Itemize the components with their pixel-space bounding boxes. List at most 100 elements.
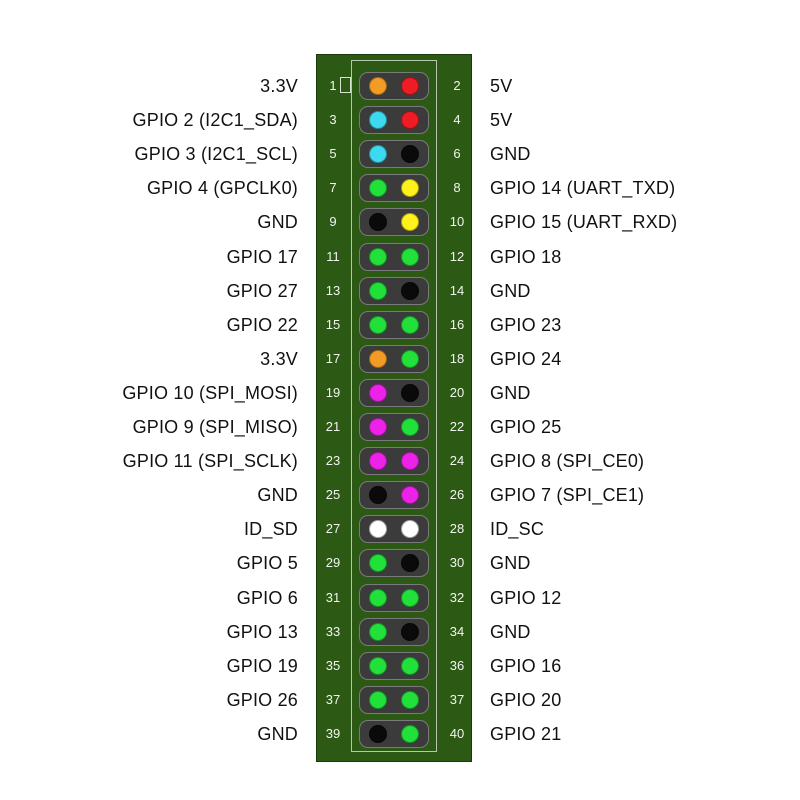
left-pin-number: 33 (325, 623, 341, 639)
left-pin-number: 23 (325, 453, 341, 469)
left-pin-label: GPIO 10 (SPI_MOSI) (122, 382, 298, 403)
left-pin-dot (369, 349, 387, 368)
left-pin-label: GPIO 17 (226, 246, 298, 267)
left-pin-dot (369, 452, 387, 471)
pin-socket (359, 583, 429, 612)
right-pin-label: GPIO 20 (490, 689, 562, 710)
left-pin-label: GPIO 11 (SPI_SCLK) (122, 451, 298, 472)
right-pin-number: 26 (449, 487, 465, 503)
left-pin-number: 39 (325, 725, 341, 741)
left-pin-dot (369, 520, 387, 539)
left-pin-label: GPIO 4 (GPCLK0) (146, 178, 298, 199)
left-pin-dot (369, 179, 387, 198)
right-pin-label: 5V (490, 110, 513, 131)
right-pin-label: GPIO 15 (UART_RXD) (490, 212, 678, 233)
right-pin-label: ID_SC (490, 519, 545, 540)
left-pin-label: GPIO 27 (226, 280, 298, 301)
right-pin-dot (401, 690, 419, 709)
left-pin-dot (369, 418, 387, 436)
right-pin-number: 40 (449, 725, 465, 741)
right-pin-number: 24 (449, 453, 465, 469)
right-pin-label: GPIO 7 (SPI_CE1) (490, 485, 645, 506)
left-pin-number: 29 (325, 555, 341, 571)
right-pin-number: 28 (449, 521, 465, 537)
pin-header-outline (351, 60, 437, 752)
right-pin-dot (401, 315, 419, 334)
pin-socket (359, 106, 429, 135)
pin-socket (359, 617, 429, 646)
right-pin-dot (401, 145, 419, 164)
left-pin-label: GPIO 9 (SPI_MISO) (132, 417, 298, 437)
left-pin-dot (369, 111, 387, 130)
pin-socket (359, 447, 429, 476)
right-pin-dot (401, 349, 419, 368)
left-pin-number: 3 (329, 112, 337, 128)
right-pin-dot (401, 622, 419, 641)
right-pin-dot (401, 213, 419, 232)
left-pin-number: 37 (325, 691, 341, 707)
right-pin-dot (401, 554, 419, 573)
right-pin-label: GPIO 23 (490, 314, 562, 335)
left-pin-label: 3.3V (260, 76, 298, 96)
right-pin-label: GPIO 21 (490, 723, 562, 744)
left-pin-number: 17 (325, 350, 341, 366)
left-pin-dot (369, 486, 387, 505)
left-pin-dot (369, 247, 387, 266)
right-pin-dot (401, 520, 419, 539)
right-pin-label: GPIO 16 (490, 655, 562, 676)
right-pin-dot (401, 656, 419, 675)
left-pin-label: GPIO 2 (I2C1_SDA) (132, 110, 298, 131)
right-pin-number: 36 (449, 657, 465, 673)
pin-socket (359, 174, 429, 203)
pin-socket (359, 242, 429, 271)
right-pin-label: GND (490, 382, 531, 403)
pin-socket (359, 344, 429, 373)
left-pin-dot (369, 315, 387, 334)
left-pin-label: GPIO 13 (226, 621, 298, 642)
pin-socket (359, 719, 429, 748)
left-pin-dot (369, 656, 387, 675)
right-pin-label: GPIO 18 (490, 246, 562, 267)
right-pin-dot (401, 418, 419, 436)
right-pin-dot (401, 77, 419, 95)
pin-socket (359, 651, 429, 680)
right-pin-dot (401, 281, 419, 300)
right-pin-dot (401, 383, 419, 402)
left-pin-dot (369, 213, 387, 232)
left-pin-dot (369, 145, 387, 164)
right-pin-dot (401, 111, 419, 130)
left-pin-number: 35 (325, 657, 341, 673)
right-pin-number: 12 (449, 248, 465, 264)
left-pin-dot (369, 281, 387, 300)
right-pin-number: 37 (449, 691, 465, 707)
left-pin-label: GND (257, 485, 298, 506)
left-pin-number: 9 (329, 214, 337, 230)
right-pin-number: 2 (453, 78, 461, 93)
right-pin-number: 30 (449, 555, 465, 571)
pin-socket (359, 276, 429, 305)
right-pin-label: 5V (490, 76, 513, 96)
right-pin-label: GND (490, 144, 531, 165)
pin-socket (359, 481, 429, 510)
left-pin-number: 7 (329, 180, 337, 196)
pin-socket (359, 515, 429, 544)
right-pin-dot (401, 486, 419, 505)
right-pin-number: 16 (449, 316, 465, 332)
left-pin-dot (369, 588, 387, 607)
left-pin-label: ID_SD (243, 519, 298, 540)
left-pin-label: GPIO 6 (236, 587, 298, 608)
right-pin-dot (401, 247, 419, 266)
left-pin-label: GPIO 3 (I2C1_SCL) (134, 144, 298, 165)
right-pin-number: 20 (449, 384, 465, 400)
right-pin-label: GND (490, 280, 531, 301)
